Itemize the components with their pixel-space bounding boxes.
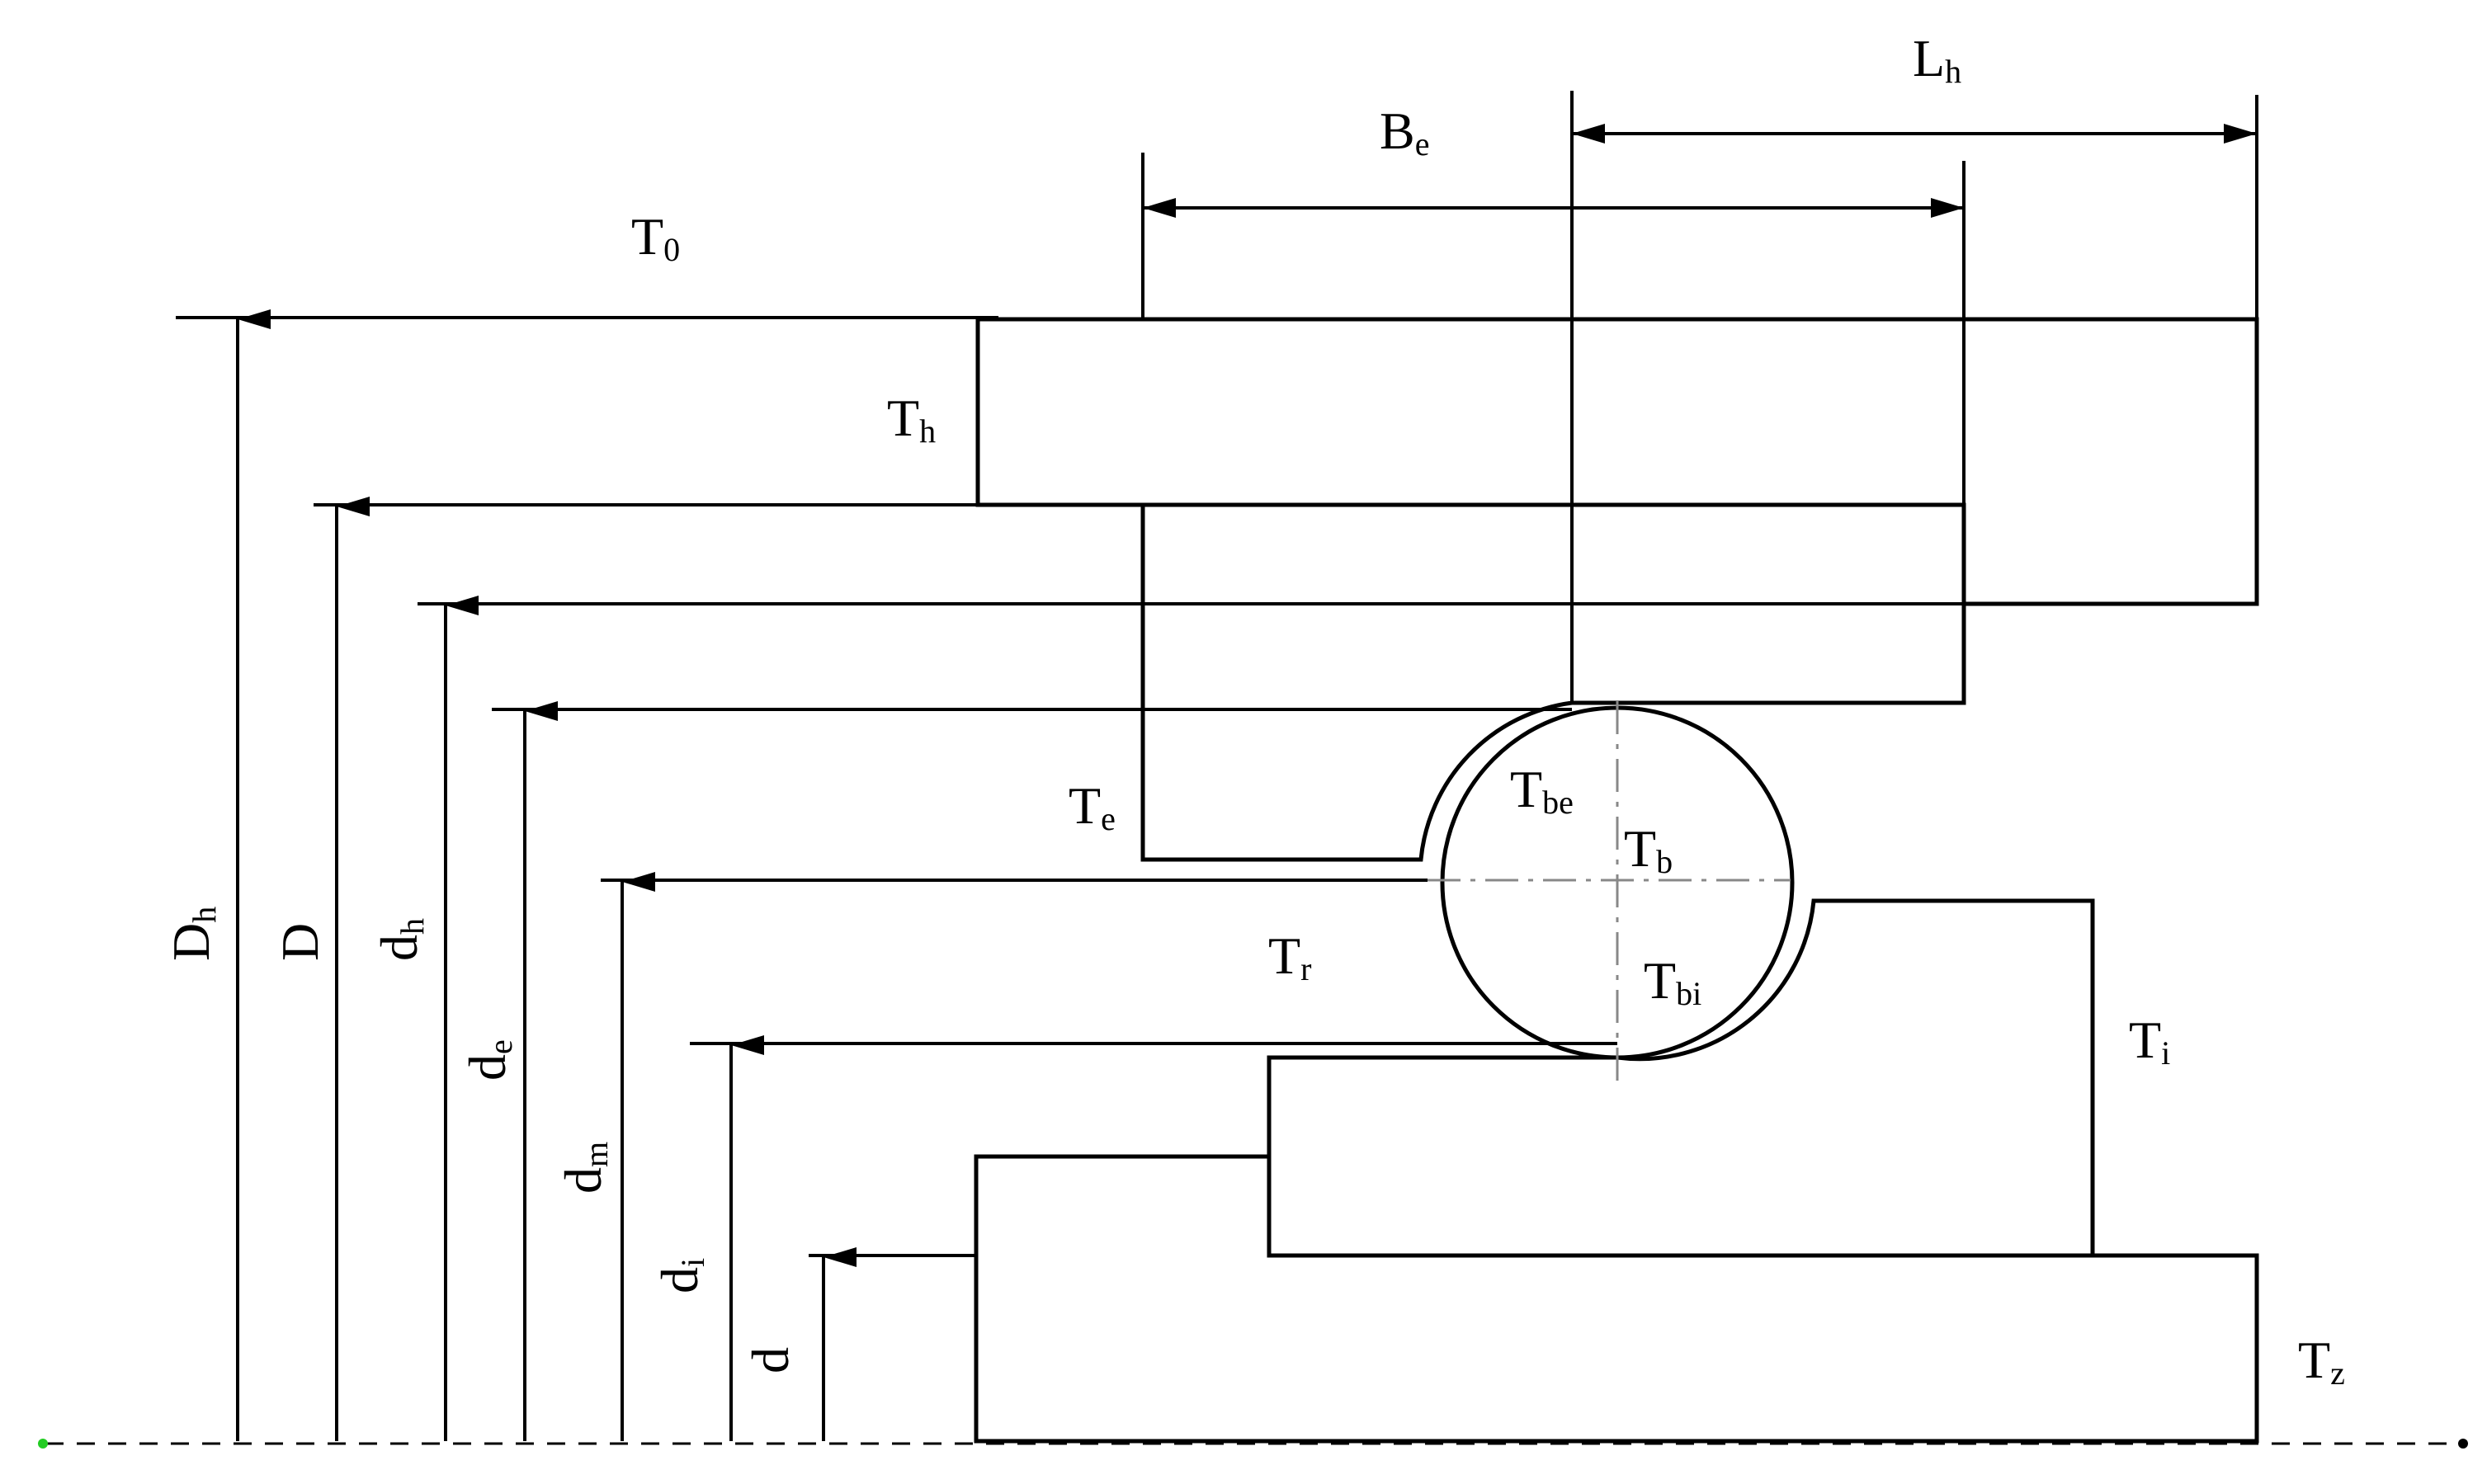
label-T0: T0: [631, 207, 680, 268]
label-Dh: Dh: [162, 907, 223, 961]
label-Te: Te: [1069, 776, 1116, 837]
label-Tb: Tb: [1624, 819, 1673, 880]
label-Th: Th: [887, 389, 936, 450]
housing-part: [975, 317, 2259, 606]
label-Ti: Ti: [2129, 1011, 2170, 1072]
axis-start-dot: [38, 1439, 48, 1449]
label-Lh: Lh: [1913, 29, 1961, 90]
label-D: D: [271, 923, 329, 961]
label-dm: dm: [554, 1142, 615, 1194]
outer-ring-part: [1140, 502, 1966, 862]
label-d: d: [741, 1347, 800, 1373]
label-Tbe: Tbe: [1510, 760, 1574, 821]
label-Tbi: Tbi: [1644, 951, 1701, 1012]
label-de: de: [458, 1039, 519, 1081]
inner-ring-part: [1267, 898, 2095, 1258]
label-dh: dh: [370, 918, 431, 961]
axis-end-dot: [2458, 1439, 2468, 1449]
label-Tz: Tz: [2298, 1331, 2345, 1392]
label-Be: Be: [1380, 101, 1429, 163]
label-di: di: [650, 1258, 711, 1293]
label-Tr: Tr: [1268, 926, 1311, 987]
shaft-part: [974, 1154, 2259, 1444]
